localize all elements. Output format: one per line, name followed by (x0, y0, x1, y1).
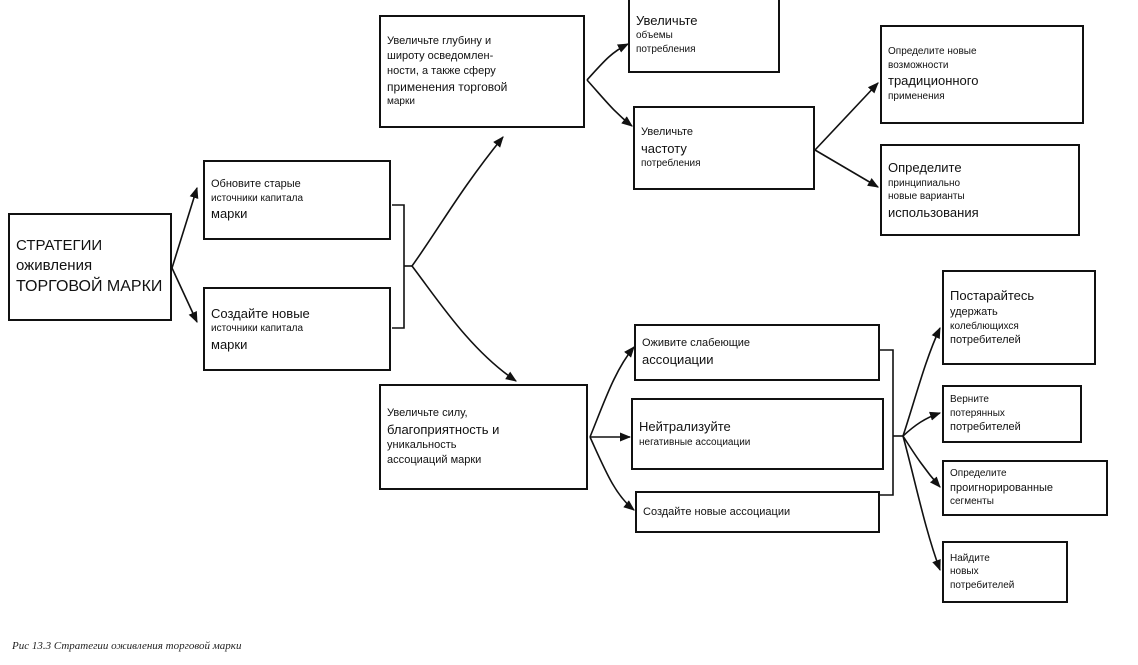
node-text: применения (888, 91, 945, 103)
node-text: Определите (950, 468, 1007, 480)
node-text: Увеличьте глубину и (387, 35, 492, 48)
node-text: оживления (16, 257, 93, 275)
node-text: применения торговой (387, 79, 508, 94)
node-text: Определите новые (888, 46, 977, 58)
node-neutralize-associations: Нейтрализуйте негативные ассоциации (631, 398, 884, 470)
arrow-root-to-old (171, 186, 199, 269)
node-text: объемы (636, 30, 673, 42)
arrow-to-find (902, 435, 941, 572)
arrow-freq-to-trad (814, 82, 879, 151)
node-text: потребителей (950, 334, 1021, 347)
node-traditional-use: Определите новые возможности традиционно… (880, 25, 1084, 124)
node-text: потребления (641, 158, 701, 170)
bracket-assoc (880, 349, 894, 496)
node-text: сегменты (950, 496, 994, 508)
node-text: ассоциации (642, 352, 714, 368)
node-text: Создайте новые (211, 305, 310, 321)
node-text: Создайте новые ассоциации (643, 505, 791, 518)
node-text: источники капитала (211, 323, 304, 335)
node-text: марки (387, 96, 415, 108)
arrow-to-strength (411, 265, 517, 382)
arrow-strength-to-newassoc (589, 436, 635, 511)
node-create-new-associations: Создайте новые ассоциации (635, 491, 880, 533)
node-retain-consumers: Постарайтесь удержать колеблющихся потре… (942, 270, 1096, 365)
node-text: Нейтрализуйте (639, 419, 731, 435)
node-text: Обновите старые (211, 178, 301, 191)
node-text: уникальность (387, 439, 457, 452)
node-text: удержать (950, 305, 998, 318)
arrow-strength-to-revive (589, 346, 635, 438)
node-text: возможности (888, 59, 949, 71)
node-text: проигнорированные (950, 481, 1054, 494)
node-find-new-consumers: Найдите новых потребителей (942, 541, 1068, 603)
node-text: Определите (888, 159, 962, 175)
node-increase-frequency: Увеличьте частоту потребления (633, 106, 815, 190)
node-ignored-segments: Определите проигнорированные сегменты (942, 460, 1108, 516)
node-text: СТРАТЕГИИ (16, 236, 103, 254)
node-text: ассоциаций марки (387, 454, 482, 467)
arrow-to-return (902, 411, 942, 437)
figure-caption: Рис 13.3 Стратегии оживления торговой ма… (12, 640, 242, 652)
node-text: принципиально (888, 177, 961, 189)
node-text: источники капитала (211, 192, 304, 204)
node-text: Увеличьте силу, (387, 406, 468, 419)
arrow-depth-to-volume (586, 43, 630, 81)
node-increase-strength: Увеличьте силу, благоприятность и уникал… (379, 384, 588, 490)
arrow-to-ignored (902, 435, 941, 488)
node-text: широту осведомлен- (387, 50, 494, 63)
node-return-consumers: Верните потерянных потребителей (942, 385, 1082, 443)
node-revive-associations: Оживите слабеющие ассоциации (634, 324, 880, 381)
node-text: Найдите (950, 552, 990, 564)
arrow-to-retain (902, 326, 941, 437)
node-text: Увеличьте (641, 126, 694, 139)
node-novel-uses: Определите принципиально новые варианты … (880, 144, 1080, 236)
node-text: Оживите слабеющие (642, 337, 751, 350)
node-text: потерянных (950, 407, 1005, 419)
arrow-depth-to-freq (586, 79, 633, 127)
bracket-level1 (392, 204, 405, 329)
node-text: марки (211, 336, 248, 352)
node-text: частоту (641, 140, 687, 156)
node-text: Верните (950, 394, 989, 406)
node-text: новых (950, 566, 979, 578)
node-increase-volume: Увеличьте объемы потребления (628, 0, 780, 73)
node-create-new-sources: Создайте новые источники капитала марки (203, 287, 391, 371)
node-increase-depth: Увеличьте глубину и широту осведомлен- н… (379, 15, 585, 128)
node-text: колеблющихся (950, 320, 1019, 332)
node-text: негативные ассоциации (639, 437, 751, 449)
node-text: Постарайтесь (950, 288, 1035, 304)
node-text: ТОРГОВОЙ МАРКИ (16, 278, 163, 296)
node-text: марки (211, 206, 248, 222)
node-text: потребителей (950, 421, 1021, 434)
node-text: использования (888, 204, 979, 220)
node-text: потребителей (950, 579, 1015, 591)
node-text: традиционного (888, 73, 979, 89)
node-revival-strategies: СТРАТЕГИИ оживления ТОРГОВОЙ МАРКИ (8, 213, 172, 321)
arrow-root-to-new (171, 267, 198, 324)
arrow-to-depth (411, 136, 504, 267)
arrow-freq-to-novel (814, 149, 879, 188)
node-text: благоприятность и (387, 421, 500, 437)
node-text: новые варианты (888, 191, 965, 202)
node-renew-old-sources: Обновите старые источники капитала марки (203, 160, 391, 240)
node-text: Увеличьте (636, 12, 698, 28)
node-text: потребления (636, 43, 696, 55)
node-text: ности, а также сферу (387, 65, 496, 78)
